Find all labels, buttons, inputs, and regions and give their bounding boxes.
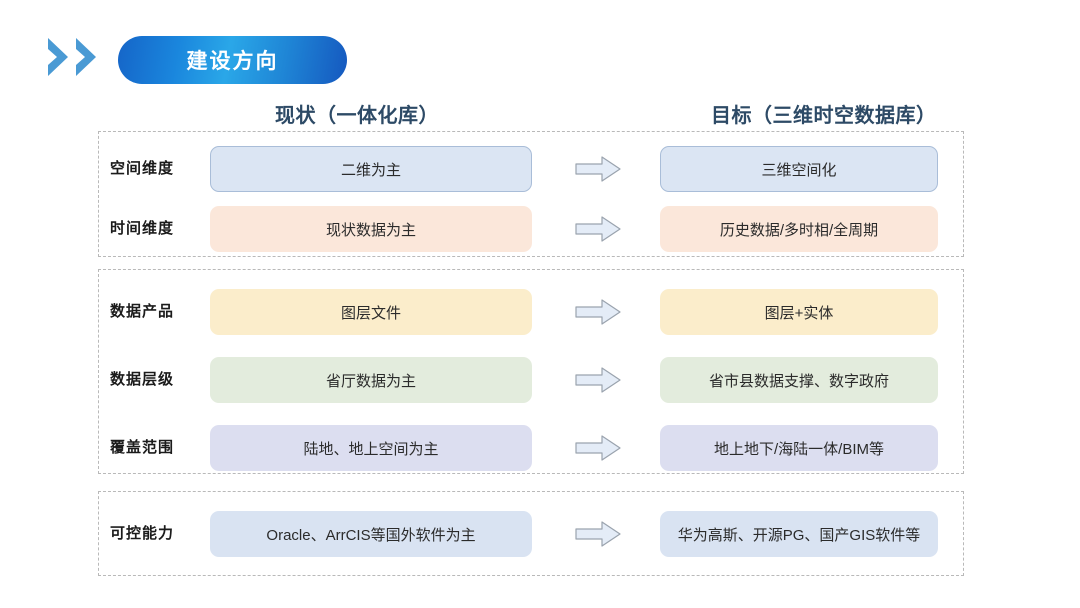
section-title-label: 建设方向 xyxy=(186,50,279,73)
group-box-dimension xyxy=(98,131,964,257)
row-label: 空间维度 xyxy=(110,160,175,177)
target-state-chip: 省市县数据支撑、数字政府 xyxy=(660,357,938,403)
row-label: 数据产品 xyxy=(110,303,175,320)
current-state-chip: 陆地、地上空间为主 xyxy=(210,425,532,471)
target-state-chip: 历史数据/多时相/全周期 xyxy=(660,206,938,252)
slide-header: 建设方向 xyxy=(0,0,1080,96)
current-state-chip: 图层文件 xyxy=(210,289,532,335)
row-label: 时间维度 xyxy=(110,220,175,237)
group-box-capability xyxy=(98,491,964,576)
comparison-row: 空间维度 二维为主 三维空间化 xyxy=(98,146,964,192)
row-label: 数据层级 xyxy=(110,371,175,388)
comparison-row: 时间维度 现状数据为主 历史数据/多时相/全周期 xyxy=(98,206,964,252)
current-state-chip: 现状数据为主 xyxy=(210,206,532,252)
right-arrow-outline-icon xyxy=(574,215,622,243)
target-state-chip: 华为高斯、开源PG、国产GIS软件等 xyxy=(660,511,938,557)
right-arrow-outline-icon xyxy=(574,520,622,548)
row-label: 可控能力 xyxy=(110,525,175,542)
comparison-row: 数据产品 图层文件 图层+实体 xyxy=(98,289,964,335)
right-arrow-outline-icon xyxy=(574,155,622,183)
target-state-chip: 图层+实体 xyxy=(660,289,938,335)
current-state-chip: Oracle、ArrCIS等国外软件为主 xyxy=(210,511,532,557)
current-state-chip: 省厅数据为主 xyxy=(210,357,532,403)
right-arrow-outline-icon xyxy=(574,298,622,326)
comparison-row: 覆盖范围 陆地、地上空间为主 地上地下/海陆一体/BIM等 xyxy=(98,425,964,471)
comparison-row: 数据层级 省厅数据为主 省市县数据支撑、数字政府 xyxy=(98,357,964,403)
section-title-pill: 建设方向 xyxy=(118,36,347,84)
column-heading-current: 现状（一体化库） xyxy=(275,105,439,127)
right-arrow-outline-icon xyxy=(574,366,622,394)
right-arrow-outline-icon xyxy=(574,434,622,462)
group-box-data xyxy=(98,269,964,474)
column-heading-target: 目标（三维时空数据库） xyxy=(711,105,937,127)
comparison-row: 可控能力 Oracle、ArrCIS等国外软件为主 华为高斯、开源PG、国产GIS软… xyxy=(98,511,964,557)
target-state-chip: 地上地下/海陆一体/BIM等 xyxy=(660,425,938,471)
current-state-chip: 二维为主 xyxy=(210,146,532,192)
row-label: 覆盖范围 xyxy=(110,439,175,456)
double-chevron-right-icon xyxy=(46,32,118,82)
target-state-chip: 三维空间化 xyxy=(660,146,938,192)
